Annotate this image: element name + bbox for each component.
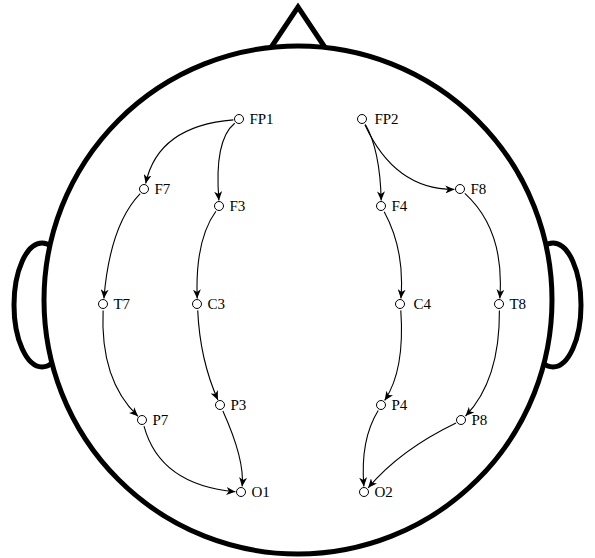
- arrow-connector: [368, 423, 456, 488]
- electrode-node: T7: [98, 299, 108, 309]
- electrode-label: O1: [251, 485, 269, 500]
- electrode-label: T7: [113, 297, 130, 312]
- arrow-connector: [197, 211, 216, 298]
- arrow-connector: [363, 411, 378, 487]
- electrode-node: T8: [494, 299, 504, 309]
- electrode-node: F4: [376, 201, 386, 211]
- arrow-connector: [384, 212, 401, 299]
- electrode-label: FP1: [249, 112, 273, 127]
- arrow-connector: [465, 193, 501, 298]
- electrode-node: C4: [395, 299, 405, 309]
- electrode-label: F8: [470, 182, 486, 197]
- electrode-node: O2: [359, 487, 369, 497]
- electrode-label: P8: [471, 413, 487, 428]
- electrode-label: C4: [413, 297, 431, 312]
- electrode-node: FP2: [357, 114, 367, 124]
- arrow-connector: [466, 310, 500, 416]
- arrow-connector: [198, 310, 218, 400]
- electrode-label: T8: [509, 297, 526, 312]
- electrode-node: P7: [137, 415, 147, 425]
- electrode-label: F4: [391, 199, 407, 214]
- arrow-connector: [365, 125, 455, 190]
- electrode-label: P7: [152, 413, 168, 428]
- electrode-label: F7: [154, 182, 170, 197]
- electrode-node: P3: [215, 400, 225, 410]
- electrode-node: C3: [192, 299, 202, 309]
- electrode-label: C3: [207, 297, 225, 312]
- electrode-node: P8: [456, 415, 466, 425]
- arrow-connector: [365, 125, 381, 201]
- electrode-node: O1: [236, 487, 246, 497]
- electrode-node: F8: [455, 184, 465, 194]
- electrode-node: P4: [376, 400, 386, 410]
- electrode-node: F3: [214, 201, 224, 211]
- arrow-connector: [218, 123, 235, 200]
- electrode-label: FP2: [374, 112, 398, 127]
- electrode-label: F3: [229, 199, 245, 214]
- arrow-connector: [223, 411, 243, 487]
- head-circle: [44, 46, 552, 554]
- arrow-connector: [103, 310, 138, 416]
- electrode-node: F7: [139, 184, 149, 194]
- electrode-label: O2: [374, 485, 392, 500]
- electrode-label: P4: [391, 398, 407, 413]
- electrode-label: P3: [230, 398, 246, 413]
- arrow-connector: [104, 194, 140, 299]
- electrode-node: FP1: [234, 114, 244, 124]
- arrow-connector: [385, 310, 402, 400]
- arrow-connector: [144, 426, 235, 492]
